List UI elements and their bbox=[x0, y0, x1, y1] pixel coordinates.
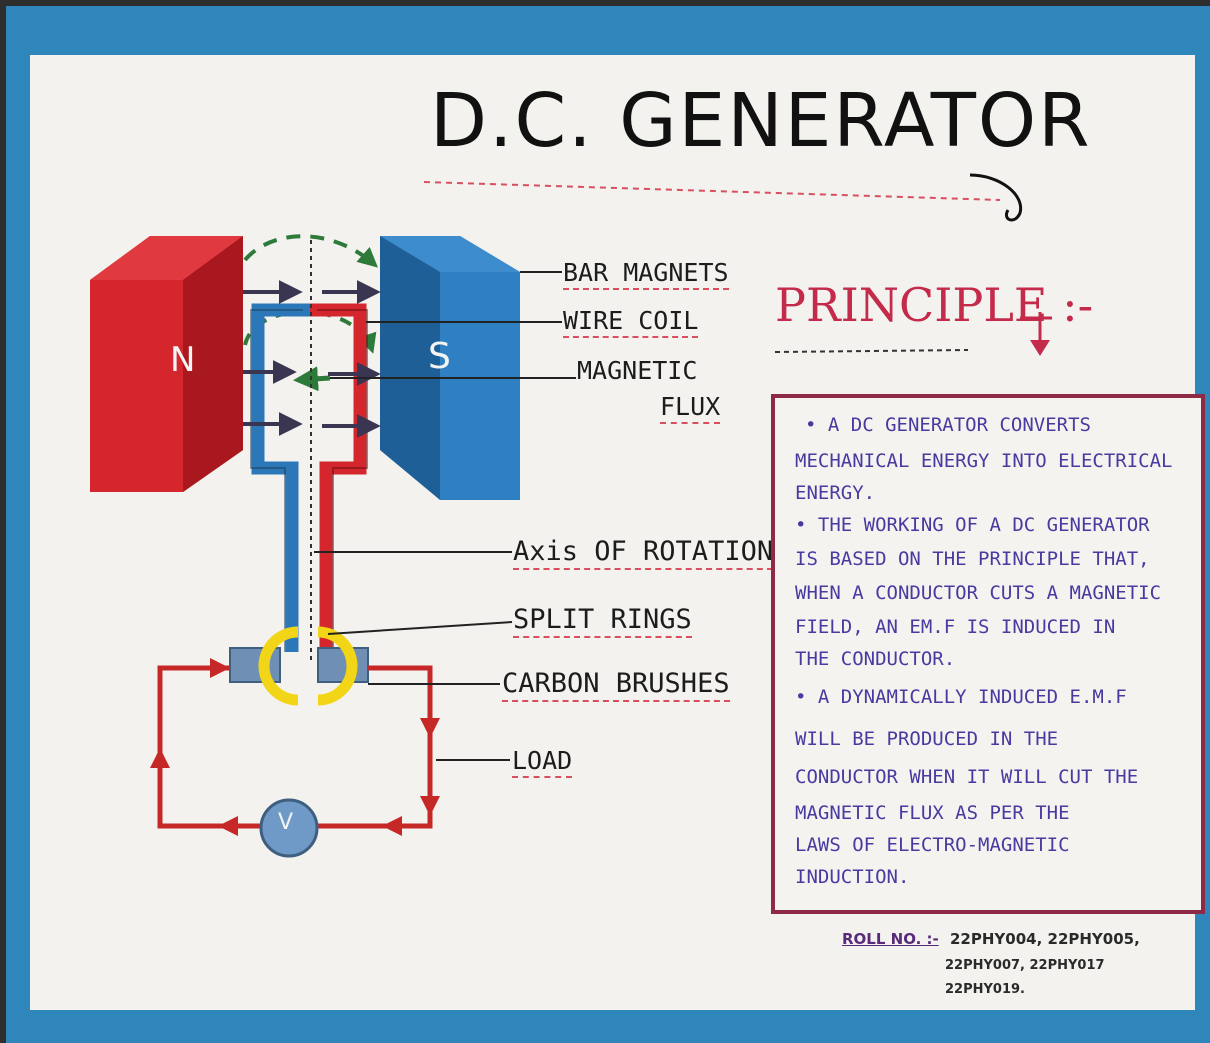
poster-title: D.C. GENERATOR bbox=[430, 78, 1092, 164]
south-magnet bbox=[380, 236, 520, 500]
circuit-left bbox=[157, 665, 260, 829]
label-carbon-brushes: CARBON BRUSHES bbox=[502, 668, 730, 702]
label-axis-of-rotation: Axis OF ROTATION bbox=[513, 536, 774, 570]
roll-numbers-line-3: 22PHY019. bbox=[945, 982, 1025, 997]
roll-number-label: ROLL NO. :- bbox=[842, 930, 939, 948]
principle-box bbox=[771, 394, 1205, 914]
title-flourish bbox=[969, 173, 1023, 222]
circuit-right bbox=[318, 665, 433, 829]
label-wire-coil: WIRE COIL bbox=[563, 306, 699, 338]
principle-line: • A DC GENERATOR CONVERTS bbox=[805, 414, 1091, 436]
north-magnet bbox=[90, 236, 243, 492]
label-split-rings: SPLIT RINGS bbox=[513, 604, 692, 638]
carbon-brush-left bbox=[229, 647, 281, 683]
principle-line: ENERGY. bbox=[795, 482, 876, 504]
principle-line: THE CONDUCTOR. bbox=[795, 648, 956, 670]
roll-numbers-line-2: 22PHY007, 22PHY017 bbox=[945, 958, 1105, 973]
label-magnetic: MAGNETIC bbox=[577, 356, 698, 385]
principle-heading: PRINCIPLE :- bbox=[775, 278, 1094, 332]
coil-red bbox=[310, 303, 367, 652]
label-bar-magnets: BAR MAGNETS bbox=[563, 258, 729, 290]
principle-line: • THE WORKING OF A DC GENERATOR bbox=[795, 514, 1150, 536]
principle-line: IS BASED ON THE PRINCIPLE THAT, bbox=[795, 548, 1150, 570]
principle-line: WILL BE PRODUCED IN THE bbox=[795, 728, 1059, 750]
field-line-center bbox=[293, 366, 331, 392]
principle-underline bbox=[774, 349, 969, 353]
principle-line: WHEN A CONDUCTOR CUTS A MAGNETIC bbox=[795, 582, 1162, 604]
principle-line: • A DYNAMICALLY INDUCED E.M.F bbox=[795, 686, 1127, 708]
principle-line: MAGNETIC FLUX AS PER THE bbox=[795, 802, 1070, 824]
title-underline bbox=[423, 181, 1001, 201]
label-flux: FLUX bbox=[660, 392, 721, 424]
roll-numbers-line-1: 22PHY004, 22PHY005, bbox=[950, 930, 1140, 948]
principle-line: INDUCTION. bbox=[795, 866, 910, 888]
label-load: LOAD bbox=[512, 746, 573, 778]
carbon-brush-right bbox=[317, 647, 369, 683]
north-pole-label: N bbox=[170, 340, 196, 380]
principle-line: CONDUCTOR WHEN IT WILL CUT THE bbox=[795, 766, 1139, 788]
voltmeter-label: V bbox=[278, 810, 294, 835]
south-pole-label: S bbox=[428, 336, 451, 377]
field-line-top bbox=[243, 234, 378, 268]
split-ring-right bbox=[317, 626, 358, 706]
principle-line: FIELD, AN EM.F IS INDUCED IN bbox=[795, 616, 1116, 638]
principle-line: MECHANICAL ENERGY INTO ELECTRICAL bbox=[795, 450, 1173, 472]
principle-line: LAWS OF ELECTRO-MAGNETIC bbox=[795, 834, 1070, 856]
voltmeter-icon bbox=[259, 798, 319, 858]
split-ring-left bbox=[258, 626, 299, 706]
